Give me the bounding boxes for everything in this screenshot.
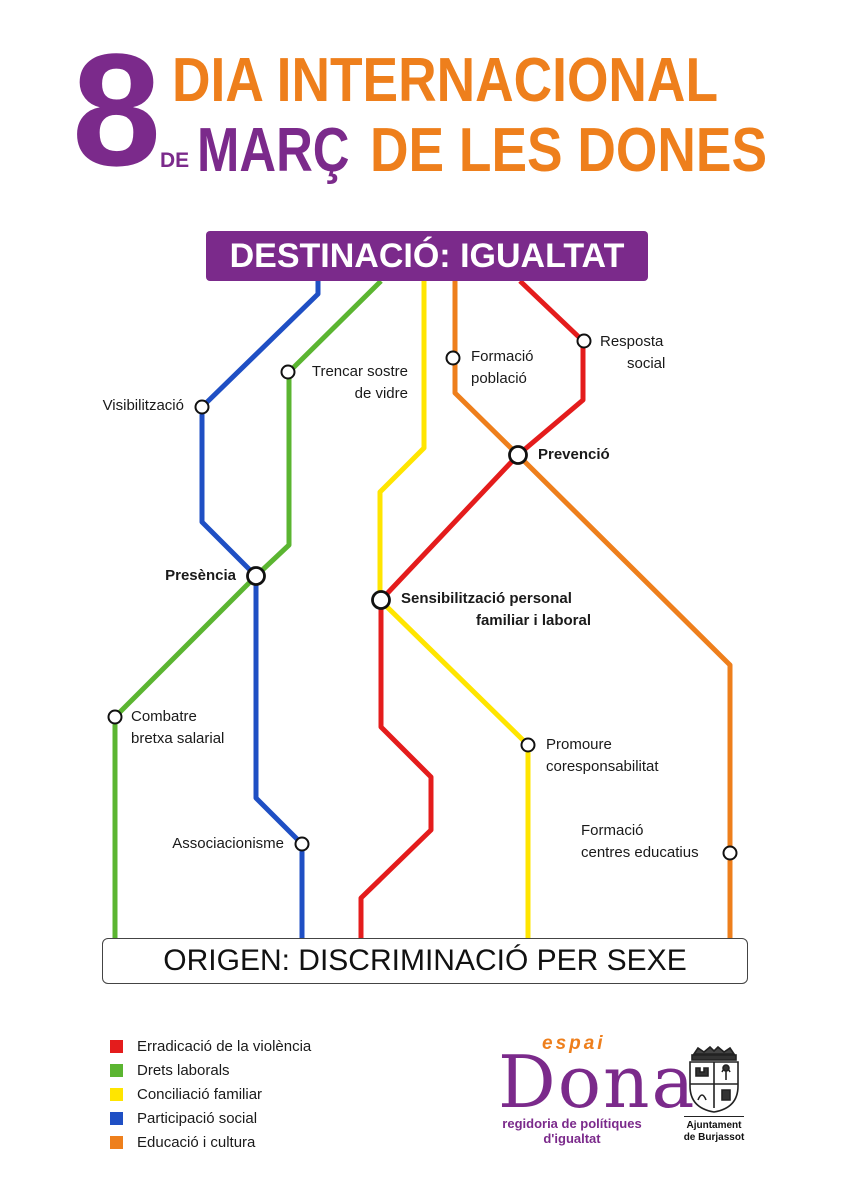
legend-item: Erradicació de la violència [110, 1034, 311, 1058]
regidoria-line-1: regidoria de polítiques [502, 1116, 642, 1131]
coat-of-arms-icon [689, 1046, 739, 1113]
origin-box: ORIGEN: DISCRIMINACIÓ PER SEXE [102, 938, 748, 984]
regidoria-text: regidoria de polítiques d'igualtat [498, 1116, 646, 1146]
label-promoure-2: coresponsabilitat [546, 758, 659, 775]
label-combatre-2: bretxa salarial [131, 730, 225, 747]
label-formacio-centres-2: centres educatius [581, 844, 699, 861]
label-presencia: Presència [165, 567, 236, 584]
station-resposta-social [576, 333, 592, 349]
legend-label: Conciliació familiar [137, 1085, 263, 1103]
line-red [358, 279, 586, 940]
legend-swatch-green [110, 1063, 123, 1077]
hub-prevencio [508, 445, 528, 465]
legend-label: Erradicació de la violència [137, 1037, 312, 1055]
station-visibilitzacio [194, 399, 210, 415]
destination-box: DESTINACIÓ: IGUALTAT [206, 231, 648, 281]
label-resposta-2: social [627, 355, 666, 372]
station-promoure [520, 737, 536, 753]
legend-item: Participació social [110, 1106, 311, 1130]
espai-logo-word: espai [542, 1033, 606, 1054]
legend-swatch-red [110, 1039, 123, 1053]
label-prevencio: Prevenció [538, 446, 610, 463]
label-trencar-2: de vidre [354, 385, 408, 402]
station-formacio-poblacio [445, 350, 461, 366]
label-sensibilitzacio-2: familiar i laboral [475, 612, 591, 629]
legend-swatch-yellow [110, 1087, 123, 1101]
legend-swatch-blue [110, 1111, 123, 1125]
line-green [112, 279, 383, 940]
legend-item: Conciliació familiar [110, 1082, 311, 1106]
label-combatre-1: Combatre [131, 708, 197, 725]
legend-item: Drets laborals [110, 1058, 311, 1082]
label-formacio-poblacio-2: població [471, 370, 527, 387]
line-blue [199, 281, 321, 940]
legend: Erradicació de la violència Drets labora… [110, 1034, 311, 1154]
ajuntament-line-1: Ajuntament [686, 1120, 742, 1131]
hub-sensibilitzacio [371, 590, 391, 610]
label-formacio-poblacio-1: Formació [471, 348, 534, 365]
label-promoure-1: Promoure [546, 736, 612, 753]
legend-label: Drets laborals [137, 1061, 230, 1079]
station-trencar-sostre [280, 364, 296, 380]
big-eight: 8 [72, 20, 161, 199]
label-associacionisme: Associacionisme [172, 835, 284, 852]
ajuntament-divider [684, 1116, 744, 1117]
title-de: DE [160, 149, 190, 172]
ajuntament-text: Ajuntament de Burjassot [676, 1120, 752, 1144]
legend-swatch-orange [110, 1135, 123, 1149]
regidoria-line-2: d'igualtat [543, 1131, 601, 1146]
hub-presencia [246, 566, 266, 586]
title-marc: MARÇ [197, 116, 350, 185]
ajuntament-line-2: de Burjassot [683, 1132, 745, 1143]
station-combatre-bretxa [107, 709, 123, 725]
espai-dona-logo: Dona [498, 1040, 697, 1124]
title-line-2: DE LES DONES [370, 116, 768, 185]
label-trencar-1: Trencar sostre [311, 363, 408, 380]
station-associacionisme [294, 836, 310, 852]
label-sensibilitzacio-1: Sensibilització personal [401, 590, 572, 607]
legend-label: Educació i cultura [137, 1133, 256, 1151]
label-resposta-1: Resposta [600, 333, 664, 350]
legend-item: Educació i cultura [110, 1130, 311, 1154]
station-formacio-centres [722, 845, 738, 861]
title-line-1: DIA INTERNACIONAL [172, 46, 719, 115]
label-formacio-centres-1: Formació [581, 822, 644, 839]
legend-label: Participació social [137, 1109, 258, 1127]
label-visibilitzacio: Visibilització [102, 397, 184, 414]
line-yellow [377, 281, 531, 940]
